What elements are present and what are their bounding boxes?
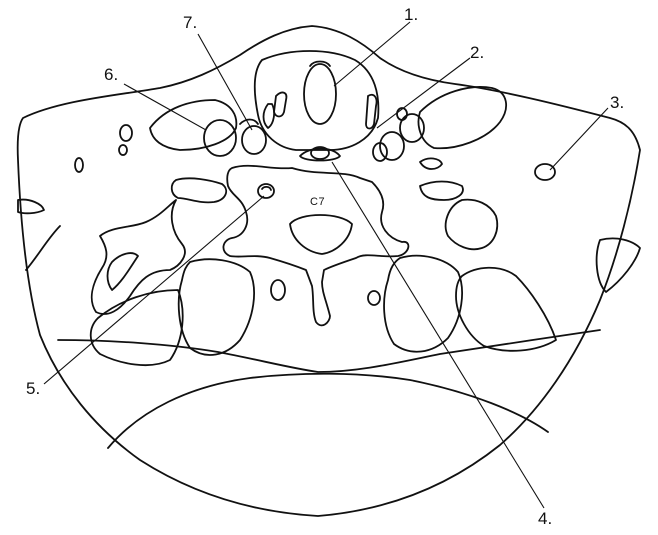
anterior-neck-outline [255,51,379,150]
left-sternocleidomastoid [150,100,236,150]
right-common-carotid-artery [380,132,404,160]
vertebral-canal [290,215,352,254]
right-internal-jugular-vein [400,114,424,142]
leader-line-5 [44,196,264,384]
left-internal-jugular-vein [204,120,236,156]
right-levator [384,256,462,352]
label-1: 1. [404,5,418,24]
leader-line-7 [198,34,252,130]
right-external-jugular-vein [535,164,555,180]
left-semispinalis [179,259,254,355]
label-4: 4. [538,509,552,528]
left-splenius [91,290,183,365]
left-vessel-small-3 [119,145,127,155]
label-2: 2. [470,43,484,62]
left-vagus-outline [240,120,258,125]
leader-line-6 [124,84,206,130]
label-6: 6. [104,65,118,84]
prevertebral-musculature [223,166,408,326]
spinous-structure-right [368,291,380,305]
label-5: 5. [26,379,40,398]
leader-line-4 [332,162,544,508]
left-common-carotid-artery [242,126,266,154]
trachea [304,64,336,124]
right-transverse-process [420,182,463,201]
left-vertebral-artery-inner [262,187,271,190]
right-posterior-muscles [446,200,498,250]
left-transverse-process [172,178,226,202]
left-small-muscle [108,253,139,290]
label-3: 3. [610,93,624,112]
posterior-muscle-mass [108,374,548,448]
outer-contour [18,26,640,516]
left-vessel-small-1 [120,125,132,141]
right-transverse-foramen [420,158,442,169]
spinous-structure-left [271,280,285,300]
vertebra-label-c7: C7 [310,196,325,208]
left-thyroid-lobe [274,93,286,117]
label-7: 7. [183,13,197,32]
leader-line-2 [377,58,470,128]
leader-line-3 [550,108,608,170]
left-neck-side-line [26,226,60,270]
left-lateral-notch [18,200,44,214]
right-thyroid-lobe [366,95,377,129]
right-sternocleidomastoid [419,87,507,148]
left-strap-muscle [264,104,275,128]
left-vessel-small-2 [75,158,83,172]
